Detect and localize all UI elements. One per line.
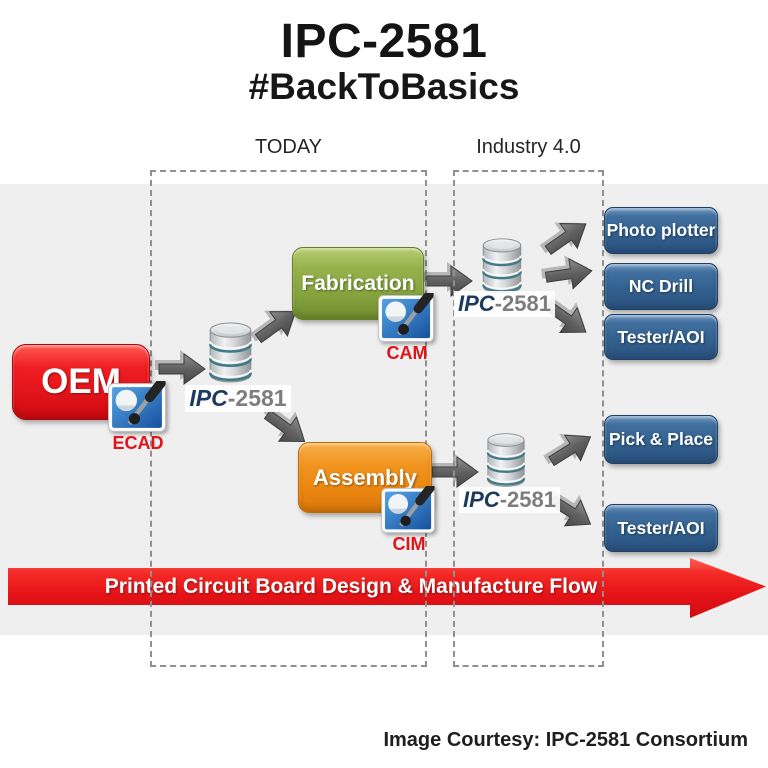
arrow-assembly-to-ipc-icon: [428, 453, 479, 488]
node-nc-drill: NC Drill: [604, 263, 718, 310]
database-icon: [482, 238, 522, 294]
page-title: IPC-2581: [280, 15, 488, 68]
image-courtesy-caption: Image Courtesy: IPC-2581 Consortium: [383, 729, 748, 751]
flow-banner-arrow: [8, 558, 766, 618]
ecad-label: ECAD: [112, 433, 164, 453]
arrow-oem-to-ipc-icon: [155, 350, 206, 385]
cim-label: CIM: [392, 534, 426, 554]
database-icon: [486, 433, 526, 487]
arrow-ipc-to-fabrication-icon: [249, 310, 297, 344]
node-tester-aoi-asm: Tester/AOI: [604, 504, 718, 552]
flow-banner-label: Printed Circuit Board Design & Manufactu…: [104, 575, 598, 598]
ecad-tool-icon: [108, 381, 166, 432]
page-subtitle: #BackToBasics: [248, 66, 520, 107]
node-tester-aoi-fab: Tester/AOI: [604, 314, 718, 360]
cam-tool-icon: [378, 293, 434, 343]
ipc-2581-label-oem: IPC-2581: [183, 385, 293, 412]
cam-label: CAM: [386, 343, 428, 363]
arrow-ipc-to-assembly-icon: [263, 404, 306, 443]
zone-box-industry: [453, 170, 604, 667]
cim-tool-icon: [381, 486, 435, 534]
arrow-ipc-to-nc-drill-icon: [541, 255, 593, 290]
arrow-ipc-to-photo-plotter-icon: [539, 222, 587, 255]
ipc-2581-label-fabrication: IPC-2581: [452, 291, 557, 317]
arrow-ipc-to-pick-place-icon: [543, 433, 592, 467]
node-pick-and-place: Pick & Place: [604, 415, 718, 464]
arrow-fabrication-to-ipc-icon: [422, 262, 473, 297]
database-icon: [208, 322, 253, 383]
ipc-2581-label-assembly: IPC-2581: [457, 487, 562, 513]
node-assembly: Assembly: [298, 442, 432, 513]
zone-label-today: TODAY: [254, 136, 323, 158]
zone-label-industry: Industry 4.0: [476, 136, 581, 158]
node-photo-plotter: Photo plotter: [604, 207, 718, 254]
zone-box-today: [150, 170, 427, 667]
